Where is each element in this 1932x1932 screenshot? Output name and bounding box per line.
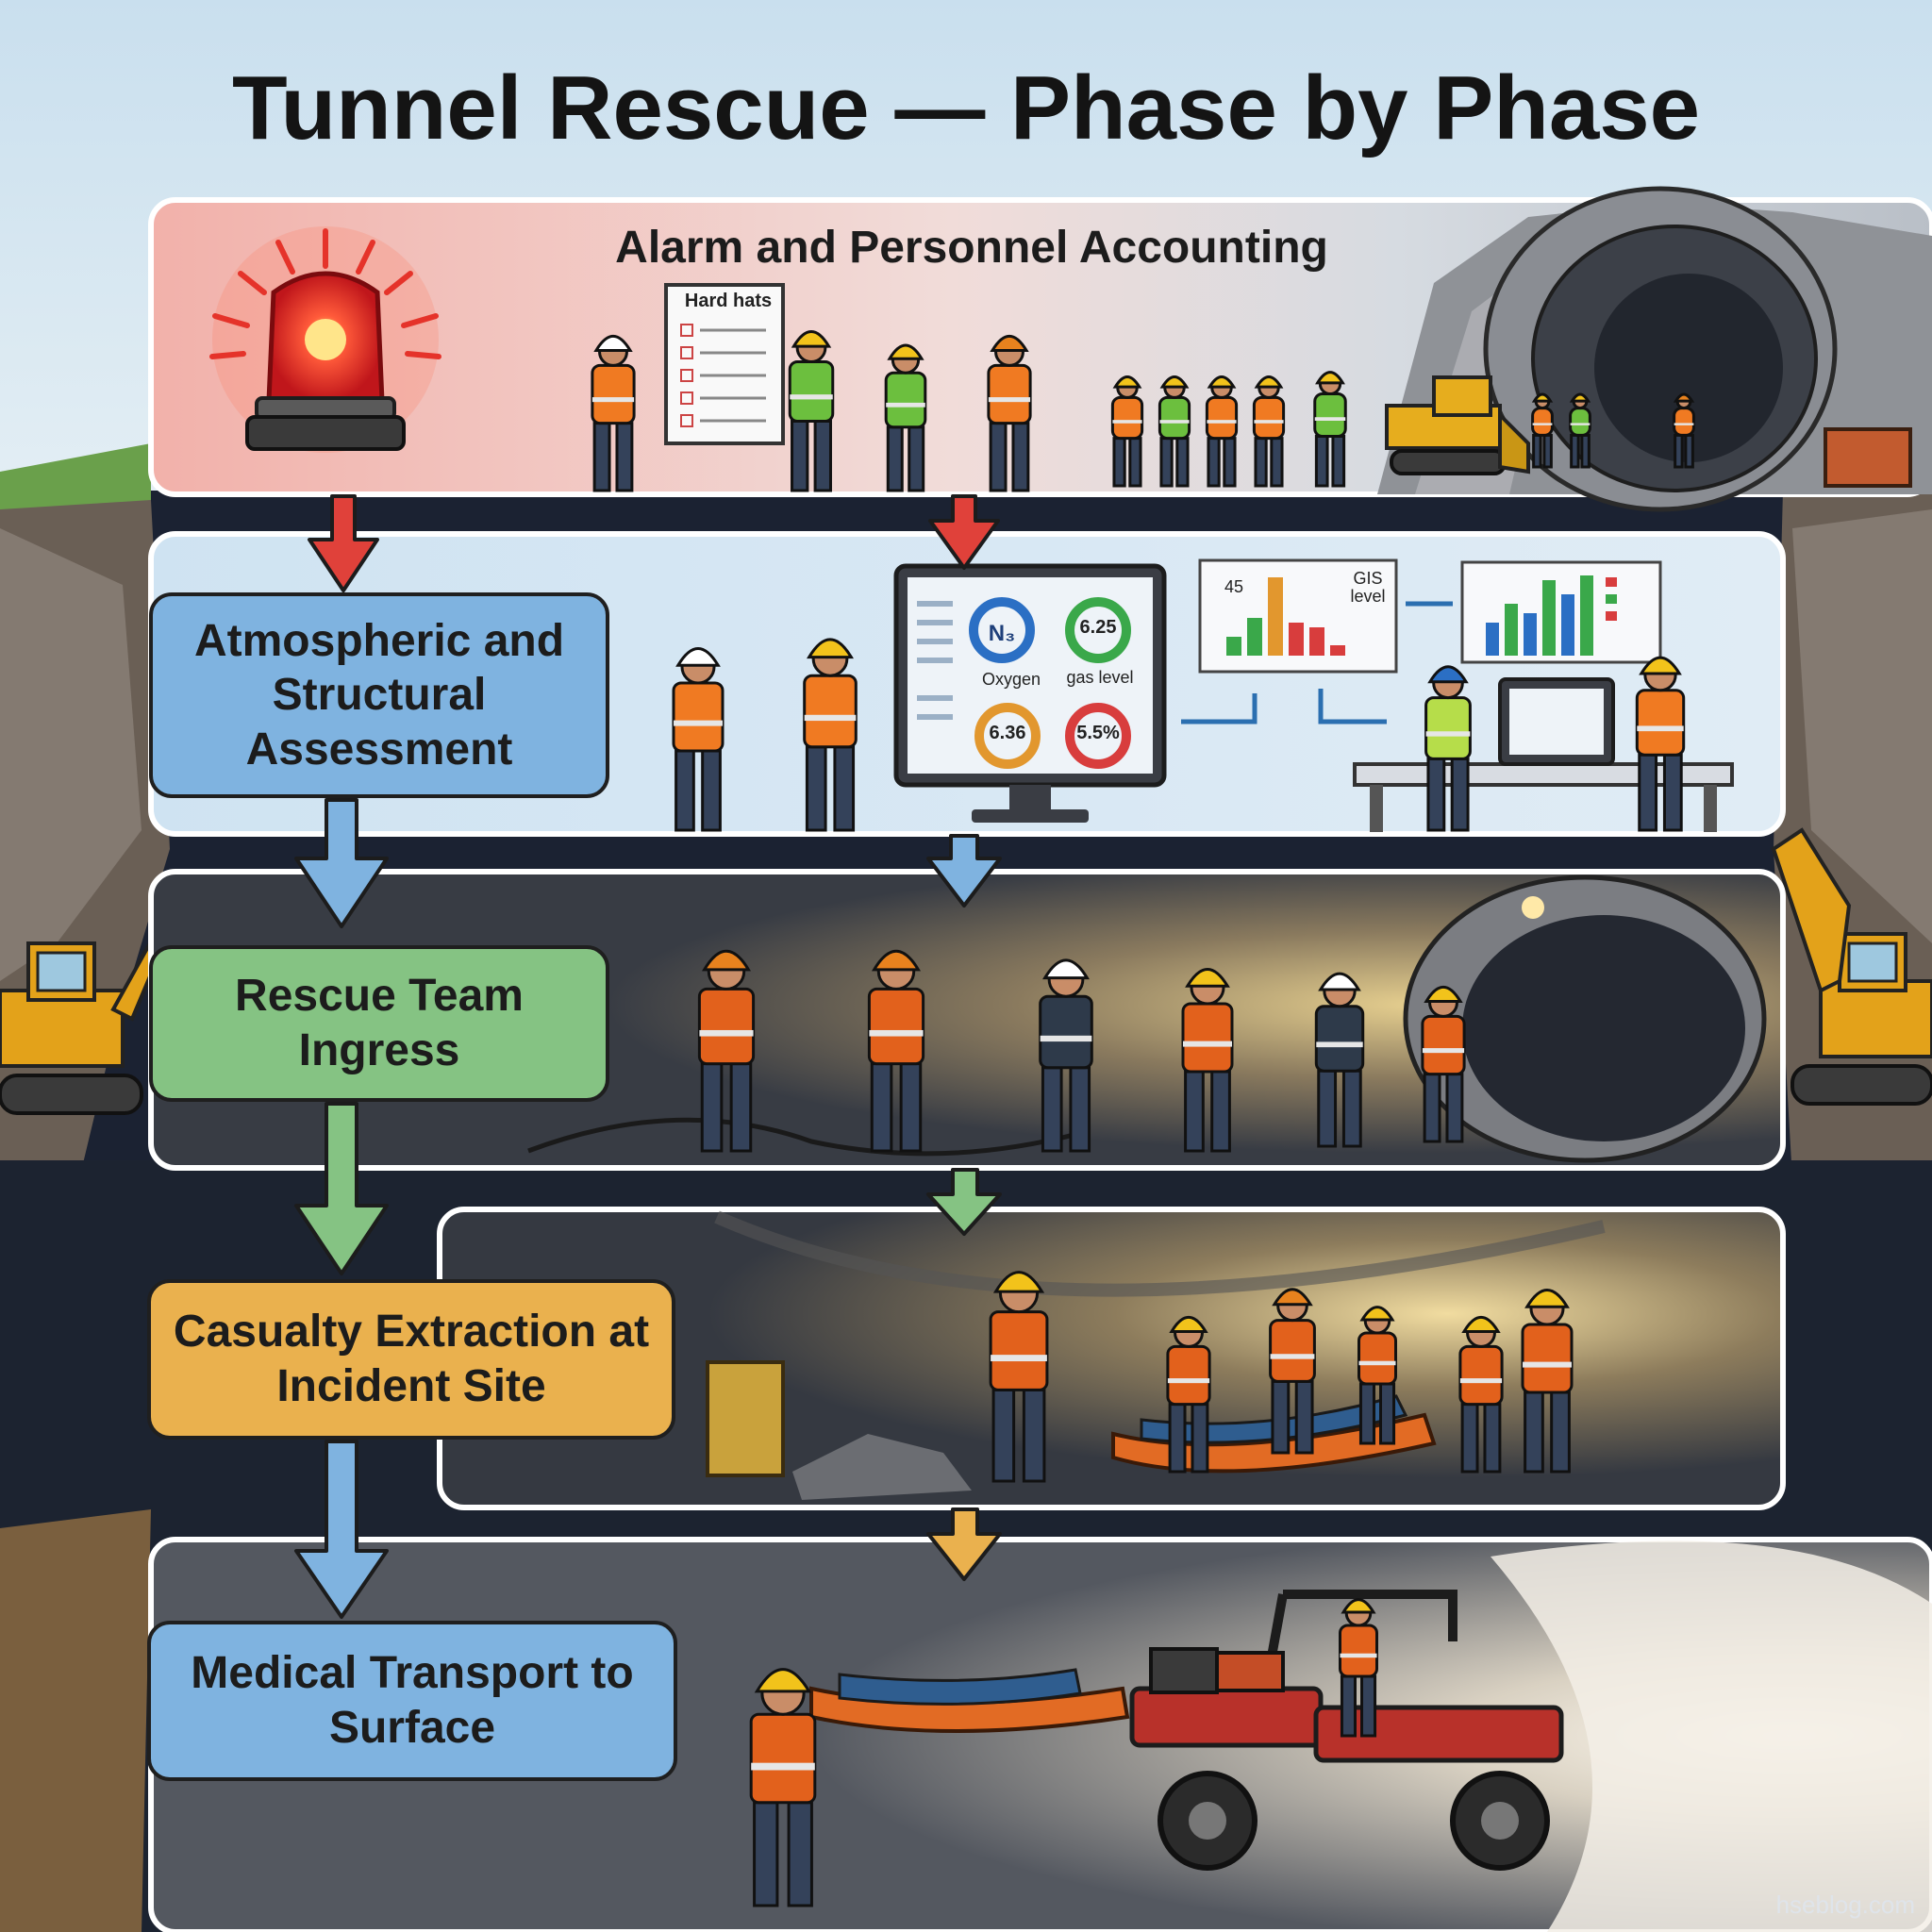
ingress-6 [1421, 985, 1466, 1143]
gauge-value-625: 6.25 [1079, 617, 1117, 638]
gauge-55 [1065, 703, 1131, 769]
extractor-4 [1357, 1306, 1397, 1445]
rubble [792, 1434, 972, 1500]
extractor-5 [1458, 1315, 1504, 1474]
gauges [969, 597, 1131, 769]
assessor-2 [803, 638, 858, 832]
gauge-625 [1065, 597, 1131, 663]
extractor-6 [1521, 1289, 1574, 1474]
phase-5-label: Medical Transport to Surface [191, 1648, 634, 1753]
rock-highlight-left [0, 528, 142, 981]
panel-alarm [148, 186, 1932, 512]
gauge-n3 [969, 597, 1035, 663]
ingress-4 [1181, 968, 1234, 1153]
watermark: hseblog.com [1775, 1890, 1915, 1919]
ingress-1 [697, 949, 756, 1153]
phase-1-label: Alarm and Personnel Accounting [615, 222, 1328, 273]
excavator-right [1771, 827, 1932, 1106]
utility-vehicle [1129, 1590, 1564, 1871]
ceiling-lamp [1522, 896, 1544, 919]
arrow-4-mid [926, 1507, 1002, 1581]
crates [1824, 427, 1912, 488]
air-hose [527, 1117, 1086, 1157]
timber-supports [0, 1509, 151, 1932]
tunnel-depth [1594, 274, 1783, 462]
phase3-box [149, 945, 609, 1102]
carrier-1 [749, 1668, 817, 1907]
assessor-1 [672, 647, 724, 832]
alarm-beacon-icon [209, 226, 441, 453]
driver-1 [1339, 1598, 1378, 1738]
ingress-5 [1314, 972, 1365, 1148]
excavator-left [0, 922, 173, 1115]
crew-1 [1110, 375, 1144, 488]
chart-tick-label: 45 [1224, 577, 1244, 596]
ingress-3 [1039, 958, 1093, 1153]
casualty-transport [838, 1668, 1082, 1706]
extractor-3 [1269, 1288, 1316, 1455]
arrow-2-left [294, 798, 389, 928]
flow-arrows [294, 494, 1002, 1619]
crew-5 [1313, 371, 1347, 488]
analyst-1 [1424, 665, 1472, 832]
gauge-636 [974, 703, 1041, 769]
chart-board-right-bars [1486, 575, 1617, 656]
extractor-2 [1166, 1315, 1211, 1474]
chart-note-label: GIS level [1350, 569, 1386, 606]
phase2-box [149, 592, 609, 798]
arrow-2-mid [926, 834, 1002, 908]
portal-crew-3 [1673, 392, 1695, 469]
ingress-2 [867, 949, 925, 1153]
rock-highlight-right [1792, 509, 1932, 943]
checklist-boxes [680, 324, 693, 427]
worker-helmet [884, 343, 927, 492]
gauge-value-55: 5.5% [1076, 723, 1120, 743]
phase-4-label: Casualty Extraction at Incident Site [173, 1307, 650, 1411]
equipment-box [706, 1360, 785, 1477]
extractor-1 [989, 1271, 1049, 1483]
page-title: Tunnel Rescue — Phase by Phase [231, 58, 1701, 158]
crew-2 [1158, 375, 1191, 488]
arrow-4-left [294, 1440, 389, 1619]
tunnel-arch [714, 1210, 1606, 1297]
arrow-1-left [308, 494, 379, 592]
worker-clipboard [591, 334, 636, 492]
phase4-box [147, 1279, 675, 1440]
gauge-label-oxygen: Oxygen [981, 670, 1041, 689]
checklist-title: Hard hats [684, 291, 773, 311]
ingress-tunnel-mouth [1462, 915, 1745, 1141]
data-connectors [1181, 601, 1453, 724]
portal-crew-2 [1569, 392, 1591, 469]
arrow-3-left [294, 1102, 389, 1275]
tunnel-exit-light [1491, 1541, 1932, 1932]
bulldozer [1385, 375, 1530, 475]
crew-3 [1205, 375, 1239, 488]
worker-checklist [788, 330, 835, 492]
panel-extraction [437, 1207, 1786, 1510]
chart-board-left-bars [1226, 577, 1345, 656]
worker-tablet [987, 334, 1032, 492]
arrow-3-mid [926, 1168, 1002, 1236]
phase-3-label: Rescue Team Ingress [235, 971, 524, 1075]
analyst-2 [1635, 656, 1686, 832]
phase-2-label: Atmospheric and Structural Assessment [193, 615, 565, 774]
portal-crew-1 [1531, 392, 1554, 469]
workers [591, 330, 1695, 1907]
phase5-box [147, 1621, 677, 1781]
arrow-1-mid [928, 494, 1000, 570]
crew-4 [1252, 375, 1286, 488]
gauge-value-n3: N₃ [988, 621, 1016, 646]
gauge-label-gas: gas level [1066, 668, 1134, 687]
gauge-value-636: 6.36 [989, 723, 1026, 743]
checklist-board [664, 283, 785, 445]
